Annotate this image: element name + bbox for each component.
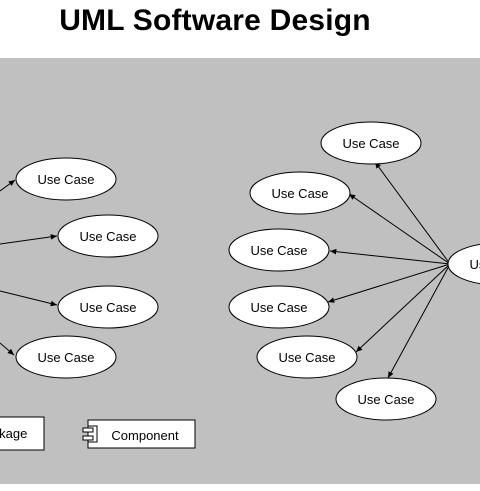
component-icon <box>82 425 98 443</box>
right-use-case-6[interactable]: Use Case <box>335 377 437 421</box>
use-case-label: Use Case <box>271 186 328 201</box>
use-case-label: Use Case <box>79 229 136 244</box>
use-case-label: Use Case <box>469 257 480 272</box>
left-use-case-4[interactable]: Use Case <box>15 335 117 379</box>
right-association-2 <box>348 193 451 265</box>
right-association-4 <box>327 263 451 303</box>
right-association-5 <box>355 263 451 353</box>
right-use-case-5[interactable]: Use Case <box>256 335 358 379</box>
right-association-6 <box>387 263 451 379</box>
use-case-label: Use Case <box>79 300 136 315</box>
left-use-case-2[interactable]: Use Case <box>57 214 159 258</box>
package-label: Package <box>0 426 27 441</box>
left-use-case-1[interactable]: Use Case <box>15 157 117 201</box>
component-label: Component <box>111 428 179 443</box>
right-use-case-4[interactable]: Use Case <box>228 285 330 329</box>
page-title: UML Software Design <box>59 4 371 37</box>
right-use-case-2[interactable]: Use Case <box>249 171 351 215</box>
left-association-4 <box>0 342 15 356</box>
use-case-label: Use Case <box>342 136 399 151</box>
use-case-label: Use Case <box>278 350 335 365</box>
right-associations <box>327 161 451 379</box>
right-use-case-3[interactable]: Use Case <box>228 228 330 272</box>
left-association-3 <box>0 290 58 307</box>
left-use-case-3[interactable]: Use Case <box>57 285 159 329</box>
use-case-label: Use Case <box>357 392 414 407</box>
use-case-label: Use Case <box>37 350 94 365</box>
use-case-label: Use Case <box>250 243 307 258</box>
bottom-margin <box>0 484 480 491</box>
right-association-1 <box>374 161 451 265</box>
right-hub-use-case[interactable]: Use Case <box>447 243 480 285</box>
right-use-case-1[interactable]: Use Case <box>320 121 422 165</box>
right-association-3 <box>329 248 451 265</box>
left-association-1 <box>0 179 16 192</box>
package-box[interactable]: Package <box>0 416 45 451</box>
use-case-label: Use Case <box>37 172 94 187</box>
left-associations <box>0 179 58 356</box>
left-association-2 <box>0 234 58 245</box>
component-box[interactable]: Component <box>82 419 196 449</box>
use-case-label: Use Case <box>250 300 307 315</box>
